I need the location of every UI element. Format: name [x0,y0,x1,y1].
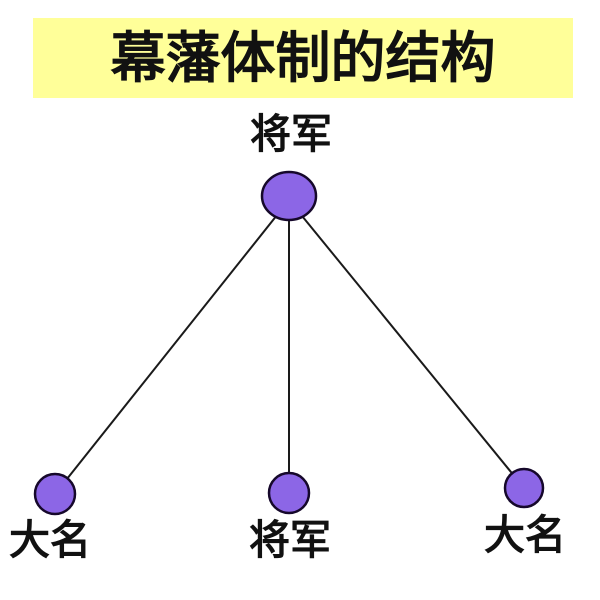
edge-root-to-right-child [288,199,525,489]
child-node-circle-left [33,472,77,516]
child-node-label-left: 大名 [9,517,91,563]
edge-root-to-left-child [54,199,290,495]
root-node-label: 将军 [250,111,332,157]
child-node-circle-middle [267,471,311,515]
child-node-circle-right [503,467,545,509]
child-node-label-middle: 将军 [249,517,331,563]
slide-title: 幕藩体制的结构 [110,27,496,89]
child-node-label-right: 大名 [484,512,566,558]
root-node-circle [260,170,318,222]
title-banner: 幕藩体制的结构 [33,18,573,98]
